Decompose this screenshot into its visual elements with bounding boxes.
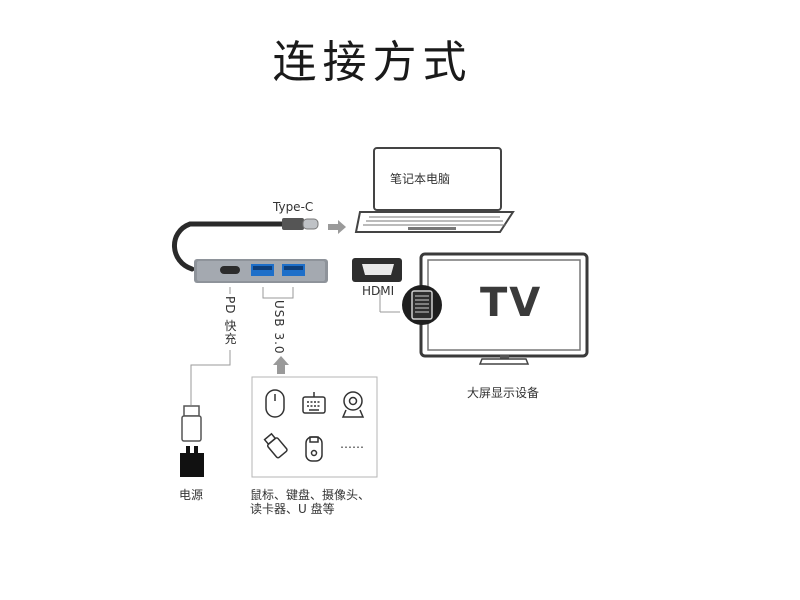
arrow-up-icon (273, 356, 289, 374)
laptop-label: 笔记本电脑 (390, 172, 451, 186)
pd-charging-label: PD 快充 (223, 296, 237, 346)
laptop-icon (354, 147, 515, 233)
tv-icon (419, 252, 589, 365)
more-devices-ellipsis: …… (340, 437, 364, 451)
page-title: 连接方式 (272, 37, 473, 88)
hdmi-label: HDMI (362, 284, 395, 298)
card-reader-icon (305, 436, 323, 462)
arrow-right-icon (328, 220, 346, 234)
usb-flash-drive-icon (263, 432, 288, 459)
usb-hub-icon (194, 259, 328, 283)
mouse-icon (265, 389, 285, 418)
power-adapter-icon (180, 446, 204, 477)
power-label: 电源 (179, 488, 204, 502)
typec-cable (172, 221, 287, 272)
webcam-icon (341, 391, 365, 418)
usb-plug-icon (181, 405, 202, 442)
typec-plug (282, 218, 304, 230)
keyboard-icon (302, 392, 326, 414)
hdmi-port-icon (352, 258, 402, 282)
tv-caption: 大屏显示设备 (467, 386, 540, 400)
usb-label: USB 3.0 (272, 300, 286, 355)
peripherals-caption-line2: 读卡器、U 盘等 (250, 502, 335, 516)
peripherals-caption-line1: 鼠标、键盘、摄像头、 (250, 488, 371, 502)
typec-label: Type-C (273, 200, 314, 214)
tv-screen-text: TV (480, 280, 543, 326)
